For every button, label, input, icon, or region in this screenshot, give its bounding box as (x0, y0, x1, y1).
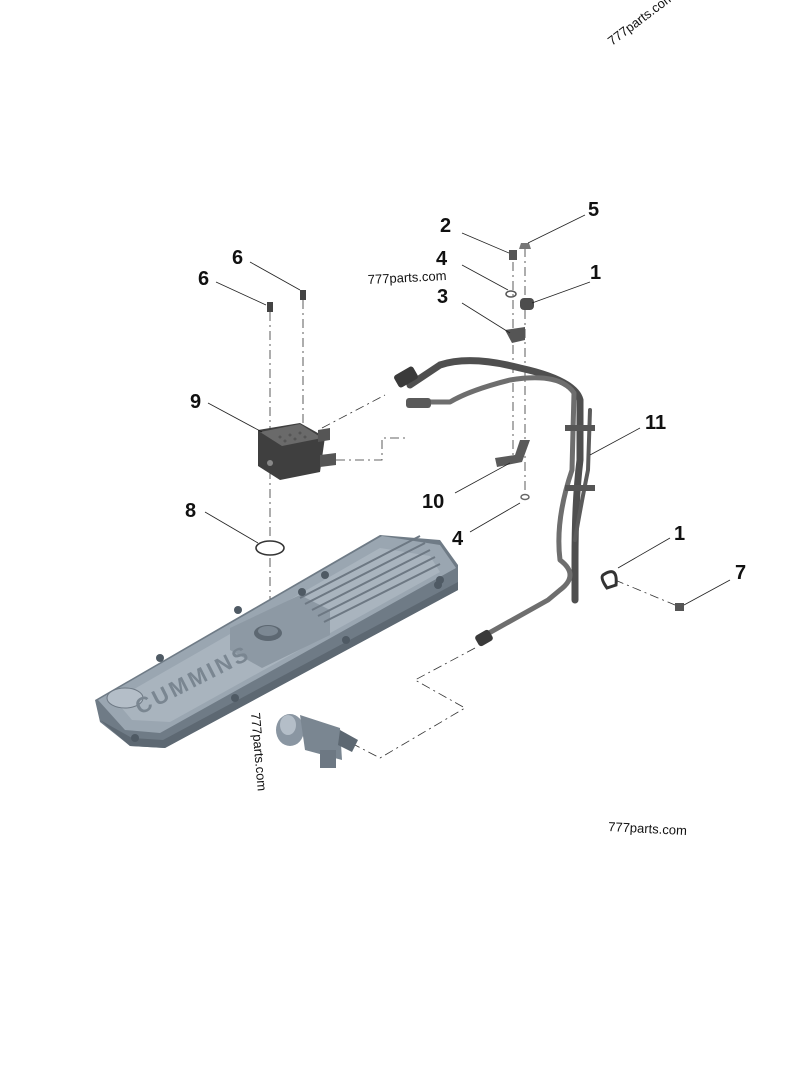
watermarks: 777parts.com 777parts.com 777parts.com 7… (248, 0, 687, 838)
callout-6-left: 6 (198, 268, 209, 290)
leader-lines (204, 214, 731, 606)
callout-2: 2 (440, 215, 451, 237)
watermark-bottom-right: 777parts.com (608, 819, 687, 838)
bolts-part-6 (267, 290, 306, 312)
callout-11: 11 (645, 412, 666, 434)
callout-10: 10 (422, 491, 444, 513)
callout-1-bottom: 1 (674, 523, 685, 545)
callout-8: 8 (185, 500, 196, 522)
callout-7: 7 (735, 562, 746, 584)
bracket-part-10 (495, 440, 530, 467)
clamp-part-1-lower (600, 570, 618, 590)
valve-cover: CUMMINS (95, 535, 458, 748)
assembly-lines (269, 248, 676, 759)
callout-3: 3 (437, 286, 448, 308)
screw-part-7 (675, 603, 684, 611)
watermark-left-vertical: 777parts.com (248, 712, 270, 792)
watermark-center: 777parts.com (367, 268, 446, 287)
hardware-top (505, 243, 534, 343)
breather-tubes-part-11 (394, 357, 595, 647)
callout-9: 9 (190, 391, 201, 413)
o-ring-part-8 (255, 540, 285, 556)
callout-4-bottom: 4 (452, 528, 464, 550)
watermark-top-right: 777parts.com (605, 0, 677, 48)
breather-part-9 (258, 423, 336, 480)
breather-valve (276, 714, 358, 768)
callout-1-top: 1 (590, 262, 601, 284)
callout-labels: 2 5 4 1 3 6 6 9 11 10 8 4 1 7 (185, 199, 746, 584)
washer-part-4-lower (520, 493, 530, 501)
callout-5: 5 (588, 199, 599, 221)
callout-4-top: 4 (436, 248, 448, 270)
callout-6-right: 6 (232, 247, 243, 269)
